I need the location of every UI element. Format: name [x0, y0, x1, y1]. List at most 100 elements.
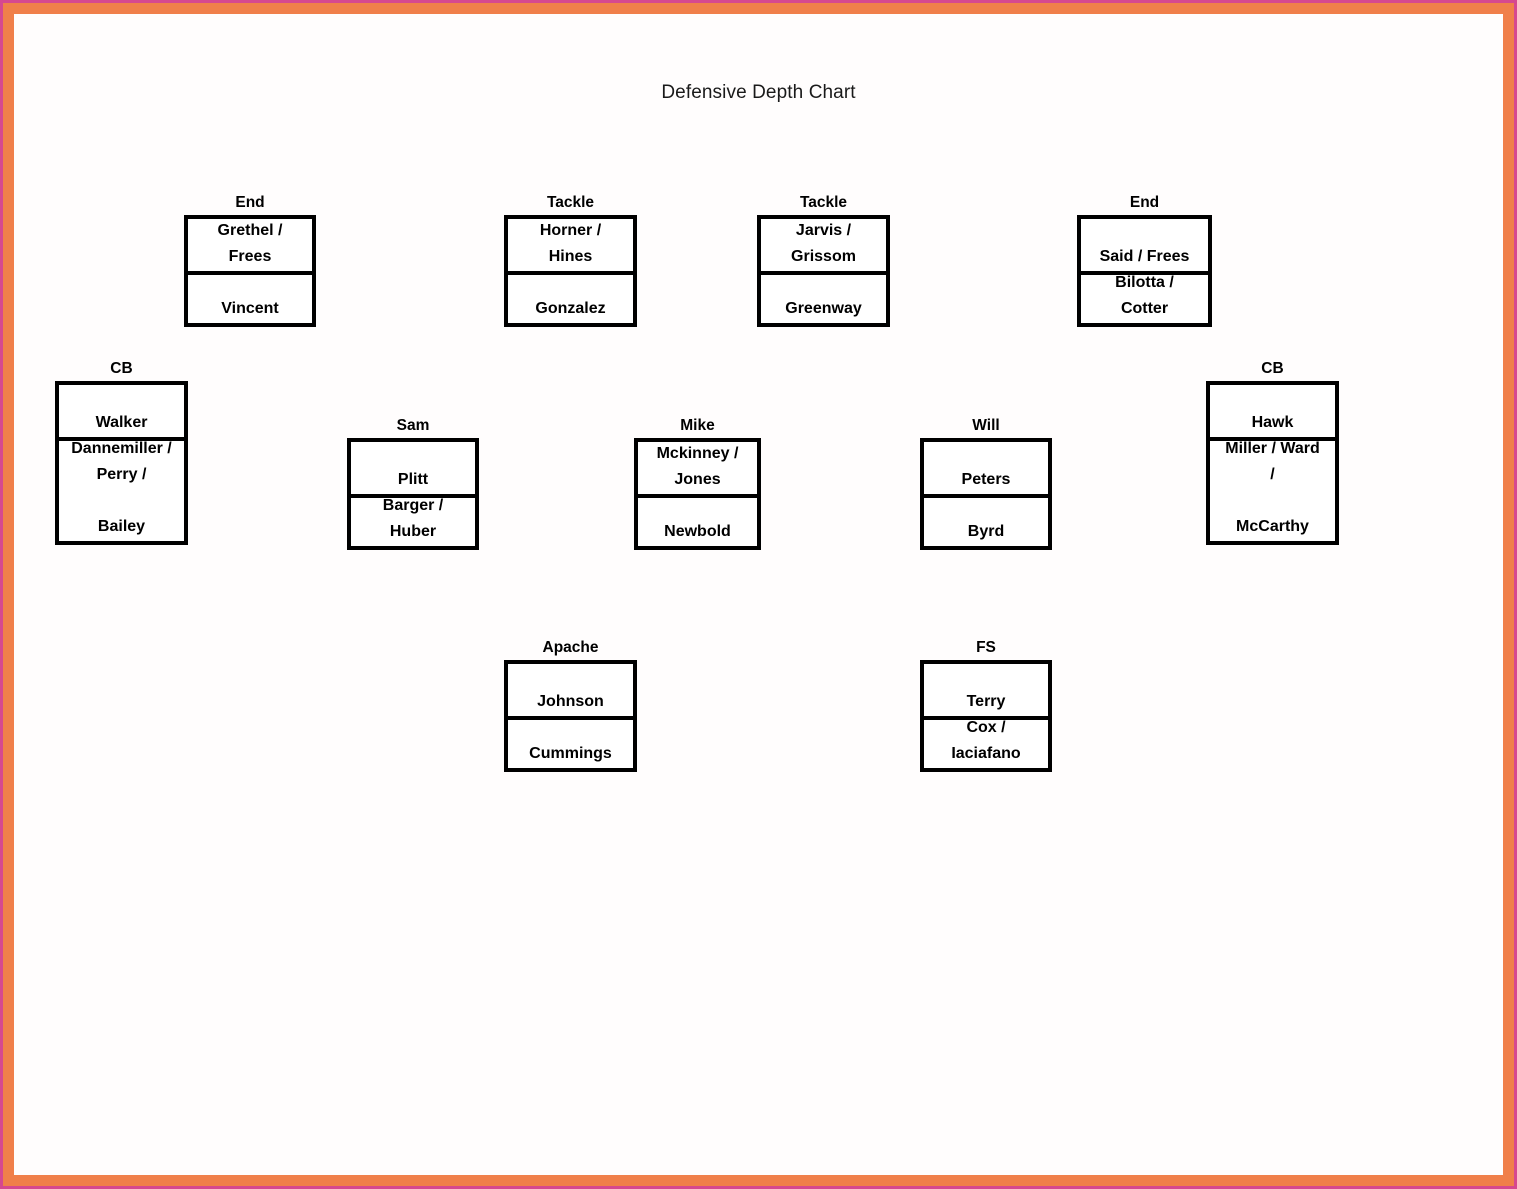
spacer-line [1212, 385, 1333, 410]
depth-cell-tackle-right-2[interactable]: Greenway [761, 271, 886, 323]
depth-cell-mike-2[interactable]: Newbold [638, 494, 757, 546]
player-name: Cox / [966, 719, 1006, 736]
depth-box-mike[interactable]: Mckinney / Jones Newbold [634, 438, 761, 550]
position-label-end-right: End [1129, 194, 1160, 211]
position-label-tackle-right: Tackle [799, 194, 848, 211]
depth-box-will[interactable]: Peters Byrd [920, 438, 1052, 550]
depth-box-end-left[interactable]: Grethel / Frees Vincent [184, 215, 316, 327]
player-name: Mckinney / [656, 445, 739, 462]
player-name: Jarvis / [795, 222, 852, 239]
depth-cell-end-right-1[interactable]: Said / Frees [1081, 219, 1208, 271]
player-name: Cotter [1120, 300, 1169, 317]
player-name: Peters [961, 471, 1011, 488]
depth-cell-cb-right-2[interactable]: Miller / Ward/ McCarthy [1210, 437, 1335, 541]
player-name: Dannemiller / [71, 440, 172, 457]
player-name: Horner / [539, 222, 602, 239]
player-name: Barger / [382, 497, 444, 514]
depth-cell-sam-2[interactable]: Barger /Huber [351, 494, 475, 546]
position-label-sam: Sam [396, 417, 430, 434]
player-name: Cummings [529, 745, 612, 762]
position-label-end-left: End [235, 194, 265, 211]
depth-cell-mike-1[interactable]: Mckinney / Jones [638, 442, 757, 494]
position-label-fs: FS [976, 639, 996, 656]
depth-cell-cb-left-2[interactable]: Dannemiller / Perry / Bailey [59, 437, 184, 541]
player-name: Miller / Ward [1225, 440, 1320, 457]
player-name: Hines [548, 248, 593, 265]
position-label-cb-right: CB [1261, 360, 1284, 377]
player-name: McCarthy [1236, 518, 1309, 535]
depth-cell-cb-left-1[interactable]: Walker [59, 385, 184, 437]
player-name: Greenway [785, 300, 862, 317]
spacer-line [510, 720, 631, 741]
player-name: Perry / [96, 466, 147, 483]
spacer-line [190, 275, 310, 296]
player-name: Frees [228, 248, 272, 265]
position-label-apache: Apache [542, 639, 599, 656]
depth-cell-cb-right-1[interactable]: Hawk [1210, 385, 1335, 437]
spacer-line [763, 275, 884, 296]
spacer-line [510, 664, 631, 689]
player-name: Said / Frees [1099, 248, 1190, 265]
spacer-line [926, 664, 1046, 689]
player-name: Grissom [791, 248, 856, 265]
player-name: Hawk [1251, 414, 1294, 431]
depth-cell-will-1[interactable]: Peters [924, 442, 1048, 494]
player-name: Grethel / [217, 222, 283, 239]
depth-cell-fs-1[interactable]: Terry [924, 664, 1048, 716]
player-name: Walker [95, 414, 148, 431]
spacer-line [640, 498, 755, 519]
depth-box-apache[interactable]: Johnson Cummings [504, 660, 637, 772]
position-unit-apache: Apache Johnson Cummings [504, 639, 637, 772]
spacer-line [61, 385, 182, 410]
player-name: Jones [674, 471, 721, 488]
player-name: Johnson [537, 693, 604, 710]
player-name: Byrd [967, 523, 1005, 540]
player-name: Plitt [397, 471, 429, 488]
spacer-line [353, 442, 473, 467]
depth-cell-end-left-2[interactable]: Vincent [188, 271, 312, 323]
depth-cell-apache-2[interactable]: Cummings [508, 716, 633, 768]
player-name: Newbold [664, 523, 731, 540]
spacer-line [61, 488, 182, 514]
player-name: Terry [966, 693, 1006, 710]
spacer-line [510, 275, 631, 296]
player-name: Vincent [221, 300, 279, 317]
depth-cell-sam-1[interactable]: Plitt [351, 442, 475, 494]
spacer-line [1212, 488, 1333, 514]
player-name: Iaciafano [951, 745, 1021, 762]
page-title: Defensive Depth Chart [661, 82, 856, 103]
depth-cell-tackle-left-2[interactable]: Gonzalez [508, 271, 633, 323]
depth-cell-will-2[interactable]: Byrd [924, 494, 1048, 546]
depth-cell-tackle-right-1[interactable]: Jarvis / Grissom [761, 219, 886, 271]
position-label-mike: Mike [680, 417, 715, 434]
depth-cell-tackle-left-1[interactable]: Horner / Hines [508, 219, 633, 271]
depth-box-tackle-right[interactable]: Jarvis / Grissom Greenway [757, 215, 890, 327]
depth-cell-fs-2[interactable]: Cox / Iaciafano [924, 716, 1048, 768]
position-label-will: Will [972, 417, 1000, 434]
depth-cell-end-left-1[interactable]: Grethel / Frees [188, 219, 312, 271]
depth-box-tackle-left[interactable]: Horner / Hines Gonzalez [504, 215, 637, 327]
player-name: Bilotta / [1115, 274, 1174, 291]
player-name: Bailey [97, 518, 146, 535]
spacer-line [1083, 219, 1206, 244]
depth-cell-end-right-2[interactable]: Bilotta / Cotter [1081, 271, 1208, 323]
depth-cell-apache-1[interactable]: Johnson [508, 664, 633, 716]
position-label-cb-left: CB [110, 360, 133, 377]
